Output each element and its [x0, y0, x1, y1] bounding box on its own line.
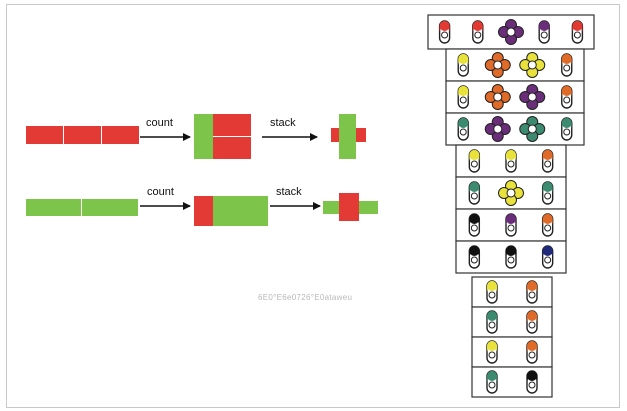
tower-section — [455, 144, 567, 274]
flower-bead-icon — [498, 19, 524, 45]
row-2-count-result — [194, 196, 268, 226]
bead-icon — [457, 53, 469, 77]
tower-section — [471, 276, 553, 398]
stack-label-row-1: stack — [270, 117, 296, 129]
stack-label-row-2: stack — [276, 186, 302, 198]
bead-icon — [526, 280, 538, 304]
tower-row-box — [445, 112, 585, 146]
row-1-count-result — [194, 114, 251, 159]
row-1-input-red-blocks — [26, 126, 139, 144]
bead-icon — [468, 181, 481, 205]
bead-icon — [561, 85, 573, 109]
bead-icon — [505, 245, 517, 269]
tower-row-box — [471, 276, 553, 308]
flower-bead-icon — [484, 84, 511, 110]
row-2-input-green-blocks — [26, 199, 138, 216]
flower-bead-icon — [519, 84, 546, 110]
bead-icon — [526, 340, 538, 364]
bead-icon — [468, 213, 481, 237]
flower-bead-icon — [519, 52, 546, 78]
bead-icon — [541, 245, 554, 269]
flower-bead-icon — [519, 116, 546, 142]
row-1-stack-result — [331, 114, 366, 159]
bead-icon — [561, 53, 573, 77]
image-watermark: 6E0°E6e0726°E0ataweu — [258, 293, 353, 302]
bead-icon — [486, 370, 498, 394]
bead-icon — [526, 310, 538, 334]
bead-icon — [472, 20, 484, 44]
tower-section — [427, 14, 595, 50]
flower-bead-icon — [484, 116, 511, 142]
bead-icon — [526, 370, 538, 394]
tower-row-box — [471, 306, 553, 338]
tower-section — [445, 48, 585, 146]
bead-icon — [505, 213, 517, 237]
bead-icon — [486, 340, 498, 364]
bead-icon — [541, 181, 554, 205]
tower-row-box — [471, 366, 553, 398]
row-2-stack-result — [323, 193, 378, 221]
bead-icon — [505, 149, 517, 173]
bead-icon — [468, 149, 481, 173]
bead-icon — [541, 213, 554, 237]
bead-icon — [561, 117, 573, 141]
bead-icon — [438, 20, 451, 44]
bead-icon — [457, 117, 469, 141]
tower-row-box — [471, 336, 553, 368]
flower-bead-icon — [498, 180, 524, 206]
count-label-row-1: count — [146, 117, 173, 129]
count-label-row-2: count — [147, 186, 174, 198]
bead-icon — [457, 85, 469, 109]
bead-icon — [571, 20, 584, 44]
bead-icon — [538, 20, 550, 44]
tower-row-box — [445, 48, 585, 82]
bead-icon — [541, 149, 554, 173]
bead-icon — [468, 245, 481, 269]
bead-icon — [486, 280, 498, 304]
bead-icon — [486, 310, 498, 334]
flower-bead-icon — [484, 52, 511, 78]
bead-tower — [427, 14, 595, 398]
